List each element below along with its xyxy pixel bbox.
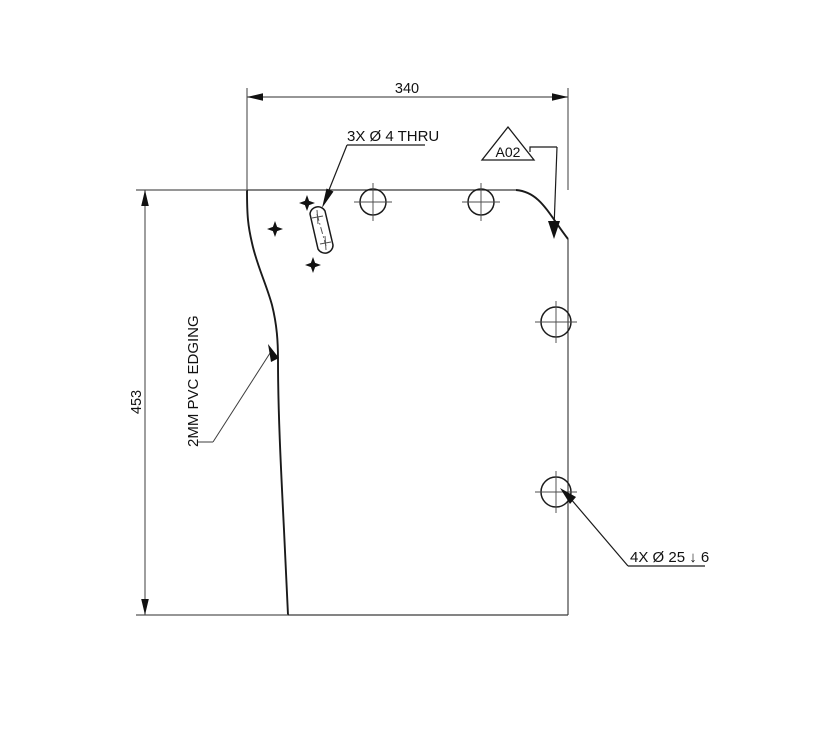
balloon-leader-shoulder	[529, 146, 557, 152]
slot-axis-centerline	[316, 213, 327, 247]
hole-note-callout: 3X Ø 4 THRU	[322, 128, 439, 208]
hole-note-arrow-icon	[322, 188, 334, 208]
balloon-triangle-icon	[480, 125, 536, 161]
width-dimension-label: 340	[395, 81, 419, 97]
part-top-right-curve	[515, 189, 569, 240]
height-dimension-label: 453	[129, 390, 145, 414]
counterbore-note-leader	[569, 497, 629, 567]
construction-marks-group	[267, 195, 321, 273]
top-hole-1	[354, 183, 392, 221]
part-left-profile-edge	[246, 189, 289, 616]
slot-hole-outline	[309, 206, 334, 254]
balloon-leader	[553, 146, 558, 229]
counterbore-note-label: 4X Ø 25 ↓ 6	[630, 549, 709, 566]
hole-note-leader	[328, 144, 348, 191]
detail-flag-balloon[interactable]: A02	[480, 125, 560, 239]
width-dimension: 340	[246, 81, 569, 190]
counterbore-note-arrow-icon	[560, 488, 576, 504]
height-dimension: 453	[129, 189, 288, 616]
height-dim-arrow-bottom-icon	[141, 599, 149, 615]
right-hole-mid	[535, 301, 577, 343]
edging-note-arrow-icon	[268, 344, 279, 362]
hole-note-label: 3X Ø 4 THRU	[347, 128, 439, 145]
height-dim-arrow-top-icon	[141, 190, 149, 206]
width-dim-arrow-right-icon	[552, 93, 568, 101]
holes-group	[267, 183, 577, 513]
counterbore-note-callout: 4X Ø 25 ↓ 6	[560, 488, 709, 567]
part-outline-group	[246, 189, 569, 616]
edging-note-callout: 2MM PVC EDGING	[185, 315, 279, 447]
edging-note-leader	[212, 349, 273, 443]
right-hole-low	[535, 471, 577, 513]
balloon-label: A02	[496, 144, 521, 160]
construction-point-left-icon	[267, 221, 283, 237]
construction-point-slot-top-icon	[299, 195, 315, 211]
balloon-arrow-icon	[548, 221, 560, 239]
construction-point-slot-bottom-icon	[305, 257, 321, 273]
slot-hole	[309, 206, 334, 254]
edging-note-label: 2MM PVC EDGING	[185, 315, 202, 447]
top-hole-2	[462, 183, 500, 221]
width-dim-arrow-left-icon	[247, 93, 263, 101]
